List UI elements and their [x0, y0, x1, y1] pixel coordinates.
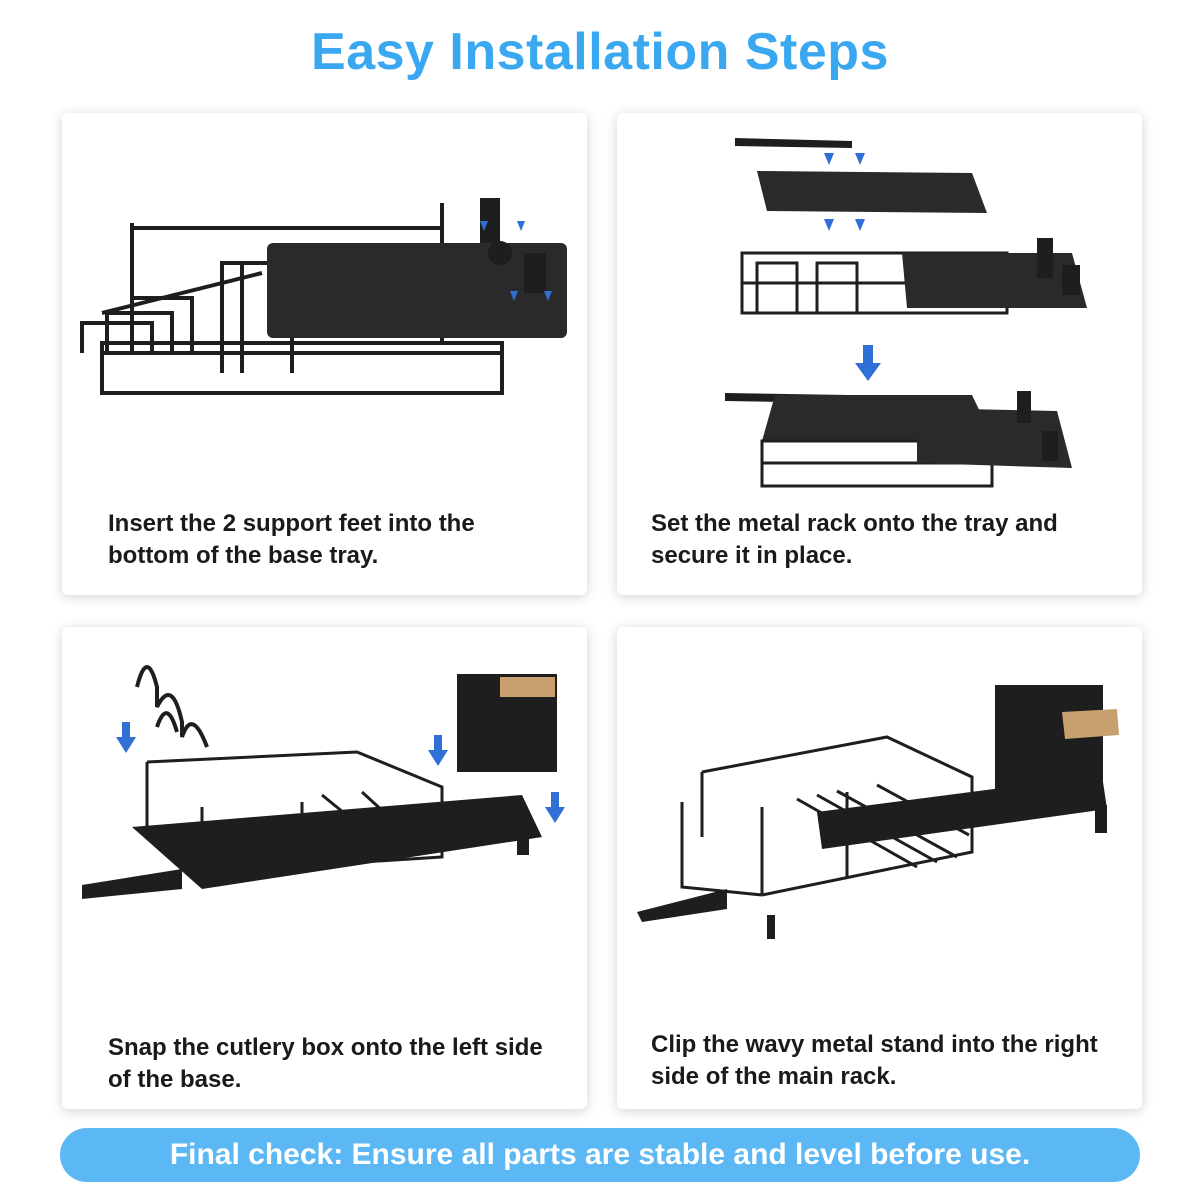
step-card-4: Clip the wavy metal stand into the right…: [617, 627, 1142, 1109]
step-card-1: Insert the 2 support feet into the botto…: [62, 113, 587, 595]
arrow-icon: [480, 221, 552, 301]
page-title: Easy Installation Steps: [311, 23, 889, 81]
rack-with-tray-illustration: [80, 198, 567, 395]
arrow-icon: [824, 153, 881, 381]
step-caption-1: Insert the 2 support feet into the botto…: [108, 510, 475, 569]
arrow-icon: [116, 722, 565, 823]
step-card-2: Set the metal rack onto the tray and sec…: [617, 113, 1142, 595]
step-card-3: Snap the cutlery box onto the left side …: [62, 627, 587, 1109]
step-caption-2: Set the metal rack onto the tray and sec…: [651, 510, 1058, 569]
tray-assembly-illustration: [725, 138, 1087, 488]
final-check-banner: Final check: Ensure all parts are stable…: [60, 1128, 1140, 1182]
completed-rack-illustration: [637, 685, 1119, 939]
wavy-stand-icon: [135, 665, 209, 748]
step-caption-3: Snap the cutlery box onto the left side …: [108, 1034, 543, 1093]
cutlery-box-illustration: [82, 665, 565, 899]
step-caption-4: Clip the wavy metal stand into the right…: [651, 1031, 1098, 1090]
